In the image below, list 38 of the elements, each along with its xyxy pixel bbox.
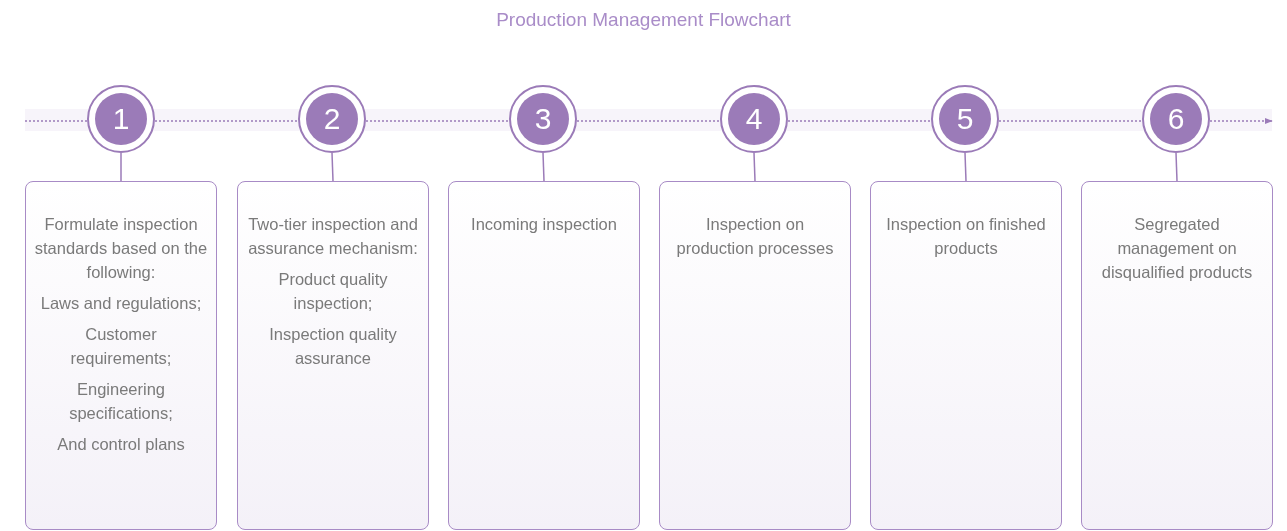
step-text: Inspection quality assurance [268,324,398,369]
step-card [237,181,429,530]
step-text: Customer requirements; [69,324,173,369]
arrow [1209,117,1273,125]
step-text: Segregated management on disqualified products [1100,214,1254,283]
step-card [659,181,851,530]
connector-line [964,152,967,182]
step-text: Two-tier inspection and assurance mechanism: [247,214,419,259]
connector-line [998,120,1143,122]
step-number: 1 [112,104,130,134]
connector-line [154,120,299,122]
step-number: 2 [323,104,341,134]
step-number: 5 [956,104,974,134]
step-number: 3 [534,104,552,134]
step-number: 6 [1167,104,1185,134]
connector-line [24,120,88,122]
step-text: And control plans [57,434,185,455]
connector-line [331,152,334,182]
step-text: Formulate inspection standards based on the following: [34,214,208,283]
connector-line [1175,152,1178,182]
step-card [25,181,217,530]
title: Production Management Flowchart [496,9,791,31]
step-text: Laws and regulations; [40,293,202,314]
connector-line [787,120,932,122]
step-number: 4 [745,104,763,134]
connector-line [576,120,721,122]
step-text: Inspection on finished products [885,214,1047,259]
step-card [448,181,640,530]
connector-line [365,120,510,122]
step-text: Incoming inspection [471,214,617,235]
connector-line [542,152,545,182]
step-card [1081,181,1273,530]
connector-line [120,152,122,182]
step-text: Engineering specifications; [68,379,174,424]
step-text: Inspection on production processes [675,214,835,259]
step-text: Product quality inspection; [277,269,389,314]
step-card [870,181,1062,530]
connector-line [753,152,756,182]
